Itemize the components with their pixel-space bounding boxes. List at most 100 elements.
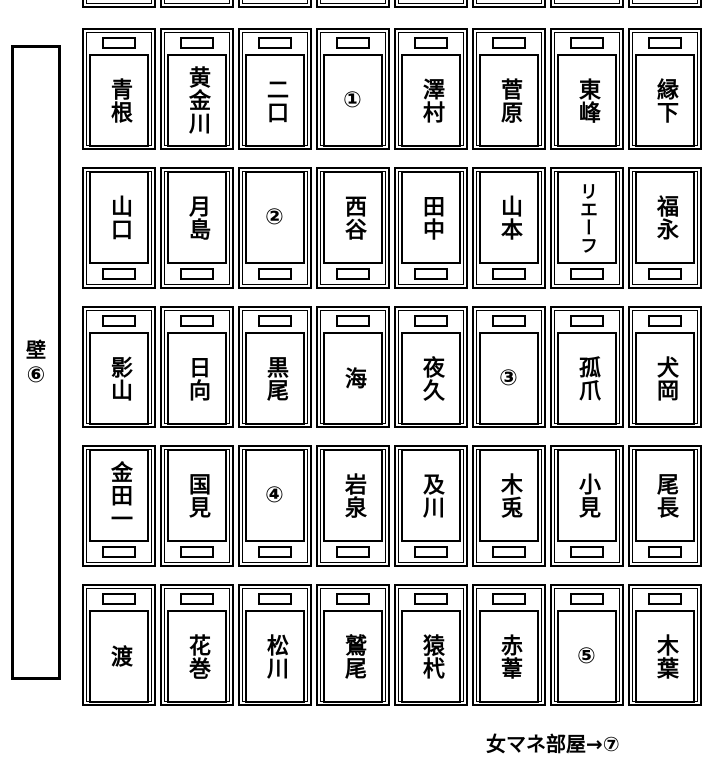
futon-body: 猿杙 xyxy=(401,610,461,703)
futon-cell-partial xyxy=(160,0,234,8)
pillow-mark xyxy=(414,268,448,280)
futon-cell-partial xyxy=(394,0,468,8)
futon-cell: 猿杙 xyxy=(394,584,468,706)
girls-manager-room-label: 女マネ部屋→⑦ xyxy=(486,732,620,756)
futon-body: 鷲尾 xyxy=(323,610,383,703)
futon-cell: 田中 xyxy=(394,167,468,289)
pillow-mark xyxy=(102,37,136,49)
futon-cell: 木葉 xyxy=(628,584,702,706)
futon-cell: 青根 xyxy=(82,28,156,150)
futon-body: 小見 xyxy=(557,449,617,542)
pillow-mark xyxy=(258,315,292,327)
futon-body: 日向 xyxy=(167,332,227,425)
futon-cell: ④ xyxy=(238,445,312,567)
sleeper-name: 犬岡 xyxy=(653,355,678,402)
pillow-mark xyxy=(180,546,214,558)
futon-cell: ③ xyxy=(472,306,546,428)
futon-body: リエーフ xyxy=(557,171,617,264)
pillow-mark xyxy=(492,546,526,558)
pillow-mark xyxy=(102,546,136,558)
sleeper-name: ⑤ xyxy=(577,643,597,669)
sleeper-name: 国見 xyxy=(185,472,210,519)
futon-body: 松川 xyxy=(245,610,305,703)
futon-cell: 山本 xyxy=(472,167,546,289)
pillow-mark xyxy=(570,315,604,327)
futon-cell: 二口 xyxy=(238,28,312,150)
sleeper-name: ③ xyxy=(499,365,519,391)
pillow-mark xyxy=(648,268,682,280)
wall-number: ⑥ xyxy=(26,362,46,388)
futon-body: 木兎 xyxy=(479,449,539,542)
futon-cell: 山口 xyxy=(82,167,156,289)
futon-body: 二口 xyxy=(245,54,305,147)
pillow-mark xyxy=(336,37,370,49)
sleeper-name: 猿杙 xyxy=(419,633,444,680)
pillow-mark xyxy=(102,268,136,280)
sleeper-name: 澤村 xyxy=(419,77,444,124)
futon-body: 花巻 xyxy=(167,610,227,703)
pillow-mark xyxy=(648,315,682,327)
futon-cell: 渡 xyxy=(82,584,156,706)
futon-body: 澤村 xyxy=(401,54,461,147)
sleeper-name: 花巻 xyxy=(185,633,210,680)
futon-cell: 金田一 xyxy=(82,445,156,567)
sleeper-name: ④ xyxy=(265,482,285,508)
pillow-mark xyxy=(258,37,292,49)
futon-cell: 日向 xyxy=(160,306,234,428)
sleeper-name: 木葉 xyxy=(653,633,678,680)
futon-cell: 小見 xyxy=(550,445,624,567)
pillow-mark xyxy=(648,37,682,49)
futon-body: 西谷 xyxy=(323,171,383,264)
futon-body: 青根 xyxy=(89,54,149,147)
pillow-mark xyxy=(570,593,604,605)
futon-cell-partial xyxy=(316,0,390,8)
futon-cell: 黒尾 xyxy=(238,306,312,428)
sleeper-name: 孤爪 xyxy=(575,355,600,402)
sleeper-name: 二口 xyxy=(263,77,288,124)
futon-cell: 夜久 xyxy=(394,306,468,428)
futon-cell-partial xyxy=(238,0,312,8)
pillow-mark xyxy=(414,593,448,605)
sleeper-name: 及川 xyxy=(419,472,444,519)
futon-cell-partial xyxy=(472,0,546,8)
futon-body: ③ xyxy=(479,332,539,425)
futon-cell: 鷲尾 xyxy=(316,584,390,706)
wall-label: 壁 xyxy=(26,337,46,362)
sleeper-name: 黒尾 xyxy=(263,355,288,402)
futon-body: 岩泉 xyxy=(323,449,383,542)
pillow-mark xyxy=(492,593,526,605)
futon-cell: ⑤ xyxy=(550,584,624,706)
pillow-mark xyxy=(180,268,214,280)
futon-cell: 海 xyxy=(316,306,390,428)
futon-cell: 孤爪 xyxy=(550,306,624,428)
futon-body: 渡 xyxy=(89,610,149,703)
sleeper-name: 海 xyxy=(341,367,366,390)
pillow-mark xyxy=(648,593,682,605)
futon-cell: 菅原 xyxy=(472,28,546,150)
sleeper-name: 岩泉 xyxy=(341,472,366,519)
futon-body: 山本 xyxy=(479,171,539,264)
pillow-mark xyxy=(336,593,370,605)
futon-cell: 福永 xyxy=(628,167,702,289)
futon-cell: 東峰 xyxy=(550,28,624,150)
futon-body: 福永 xyxy=(635,171,695,264)
sleeper-name: 山本 xyxy=(497,194,522,241)
futon-cell: 縁下 xyxy=(628,28,702,150)
futon-cell: 花巻 xyxy=(160,584,234,706)
futon-cell-partial xyxy=(628,0,702,8)
futon-cell: 国見 xyxy=(160,445,234,567)
pillow-mark xyxy=(258,546,292,558)
futon-body: 海 xyxy=(323,332,383,425)
pillow-mark xyxy=(492,315,526,327)
sleeper-name: 木兎 xyxy=(497,472,522,519)
futon-body: 山口 xyxy=(89,171,149,264)
futon-body: 及川 xyxy=(401,449,461,542)
futon-body: 赤葦 xyxy=(479,610,539,703)
wall-label-box: 壁 ⑥ xyxy=(11,45,61,680)
sleeper-name: 赤葦 xyxy=(497,633,522,680)
futon-cell: 尾長 xyxy=(628,445,702,567)
sleeper-name: ② xyxy=(265,204,285,230)
futon-body: 菅原 xyxy=(479,54,539,147)
pillow-mark xyxy=(570,268,604,280)
futon-body: 田中 xyxy=(401,171,461,264)
